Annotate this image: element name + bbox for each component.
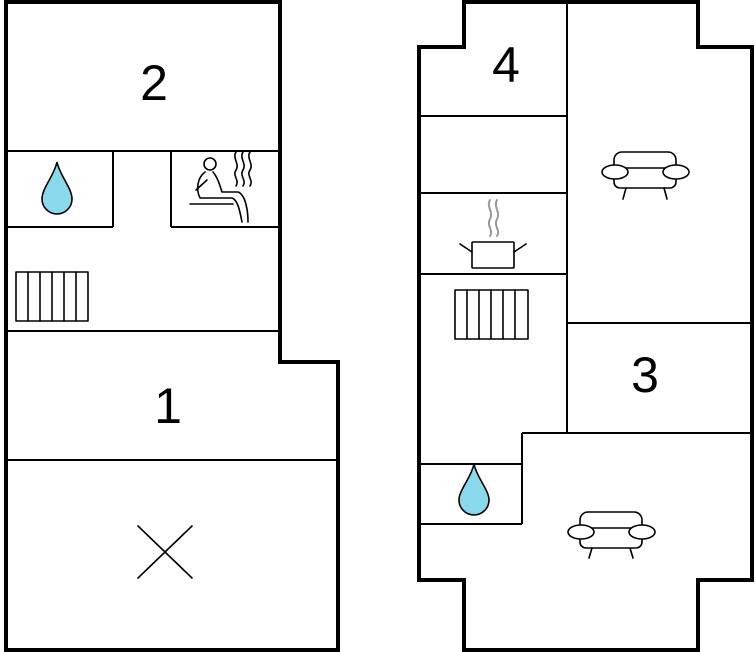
- room-number-1: 1: [154, 378, 182, 434]
- water-drop-icon: [41, 161, 73, 215]
- room-number-3: 3: [631, 347, 659, 403]
- sauna-icon: [189, 151, 252, 223]
- water-drop-icon: [458, 463, 490, 516]
- left-floor-outline: [4, 0, 340, 652]
- room-number-2: 2: [140, 55, 168, 111]
- room-number-4: 4: [492, 37, 520, 93]
- radiator-icon: [454, 289, 529, 340]
- sofa-icon: [567, 511, 656, 559]
- cross-icon: [137, 525, 193, 579]
- radiator-icon: [15, 271, 89, 322]
- sofa-icon: [601, 151, 690, 200]
- right-floor-outline: [417, 0, 754, 652]
- right-floor: 4 3: [417, 0, 754, 652]
- cooking-pot-icon: [459, 199, 527, 269]
- left-floor: 2 1: [4, 0, 340, 652]
